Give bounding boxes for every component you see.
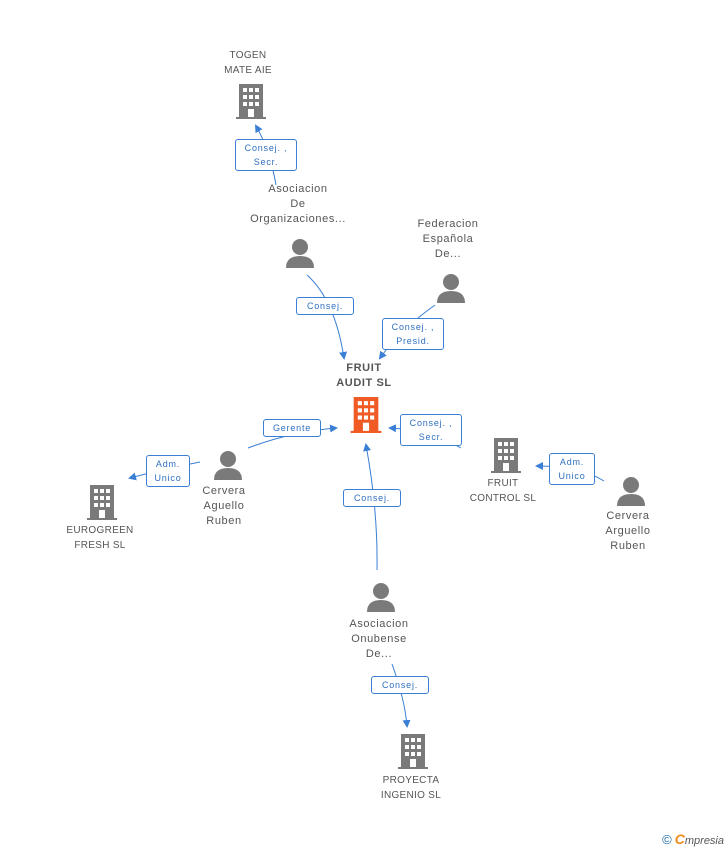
node-label-cervera-arguello[interactable]: Cervera Arguello Ruben [568, 509, 688, 554]
brand-footer[interactable]: © Cmpresia [662, 831, 724, 847]
badge-line: Adm. [559, 457, 585, 467]
label-line: Ruben [206, 515, 242, 527]
label-line: De... [434, 248, 462, 260]
badge-line: Consej. , [244, 143, 288, 153]
node-label-federacion[interactable]: Federacion Española De... [388, 217, 508, 262]
node-label-eurogreen[interactable]: EUROGREEN FRESH SL [40, 523, 160, 553]
edge-badge[interactable]: Consej. , Secr. [235, 139, 297, 171]
label-line: Arguello [605, 525, 651, 537]
badge-line: Gerente [272, 423, 312, 433]
label-line: MATE AIE [224, 65, 272, 76]
label-line: FRUIT [487, 478, 519, 489]
copyright-symbol: © [662, 832, 672, 847]
label-line: FRUIT [346, 362, 382, 374]
badge-line: Consej. [306, 301, 344, 311]
edge-badge[interactable]: Adm. Unico [146, 455, 190, 487]
person-icon[interactable] [367, 582, 395, 612]
label-line: Aguello [203, 500, 245, 512]
building-icon[interactable] [87, 485, 117, 521]
node-label-cervera-aguello[interactable]: Cervera Aguello Ruben [164, 484, 284, 529]
node-label-asociacion-onubense[interactable]: Asociacion Onubense De... [319, 617, 439, 662]
badge-line: Consej. , [391, 322, 435, 332]
building-icon[interactable] [491, 438, 521, 474]
badge-line: Consej. , [409, 418, 453, 428]
node-label-asociacion-organizaciones[interactable]: Asociacion De Organizaciones... [238, 182, 358, 227]
badge-line: Secr. [253, 157, 279, 167]
building-icon[interactable] [350, 397, 382, 434]
label-line: Cervera [202, 485, 246, 497]
badge-line: Secr. [418, 432, 444, 442]
building-icon[interactable] [398, 734, 428, 770]
badge-line: Consej. [353, 493, 391, 503]
label-line: CONTROL SL [469, 493, 537, 504]
building-icon[interactable] [236, 84, 266, 120]
brand-initial: C [674, 831, 685, 847]
edge-badge[interactable]: Consej. [371, 676, 429, 694]
label-line: De... [365, 648, 393, 660]
edge-badge[interactable]: Consej. , Presid. [382, 318, 444, 350]
brand-name: mpresia [684, 835, 724, 847]
person-icon[interactable] [617, 476, 645, 506]
label-line: AUDIT SL [336, 377, 392, 389]
edge-line [306, 274, 348, 360]
label-line: Organizaciones... [250, 213, 346, 225]
edge-line [391, 663, 411, 728]
edge-badge[interactable]: Consej. [343, 489, 401, 507]
label-line: Federacion [417, 218, 479, 230]
node-label-proyecta[interactable]: PROYECTA INGENIO SL [351, 773, 471, 803]
label-line: Onubense [351, 633, 407, 645]
badge-line: Unico [558, 471, 586, 481]
node-label-togen[interactable]: TOGEN MATE AIE [188, 48, 308, 78]
person-icon[interactable] [286, 238, 314, 268]
badge-line: Presid. [396, 336, 430, 346]
edge-badge[interactable]: Consej. , Secr. [400, 414, 462, 446]
node-label-fruit-control[interactable]: FRUIT CONTROL SL [443, 476, 563, 506]
edge-badge[interactable]: Gerente [263, 419, 321, 437]
label-line: Cervera [606, 510, 650, 522]
label-line: Española [422, 233, 474, 245]
edge-badge[interactable]: Adm. Unico [549, 453, 595, 485]
node-label-fruit-audit[interactable]: FRUIT AUDIT SL [304, 361, 424, 391]
label-line: Asociacion [349, 618, 409, 630]
badge-line: Adm. [155, 459, 181, 469]
badge-line: Consej. [381, 680, 419, 690]
label-line: FRESH SL [74, 540, 126, 551]
label-line: TOGEN [229, 50, 267, 61]
person-icon[interactable] [214, 450, 242, 480]
label-line: Asociacion [268, 183, 328, 195]
label-line: INGENIO SL [380, 790, 442, 801]
label-line: Ruben [610, 540, 646, 552]
person-icon[interactable] [437, 273, 465, 303]
edge-badge[interactable]: Consej. [296, 297, 354, 315]
label-line: De [290, 198, 306, 210]
badge-line: Unico [154, 473, 182, 483]
label-line: EUROGREEN [66, 525, 134, 536]
label-line: PROYECTA [382, 775, 440, 786]
edge-line [363, 443, 378, 571]
